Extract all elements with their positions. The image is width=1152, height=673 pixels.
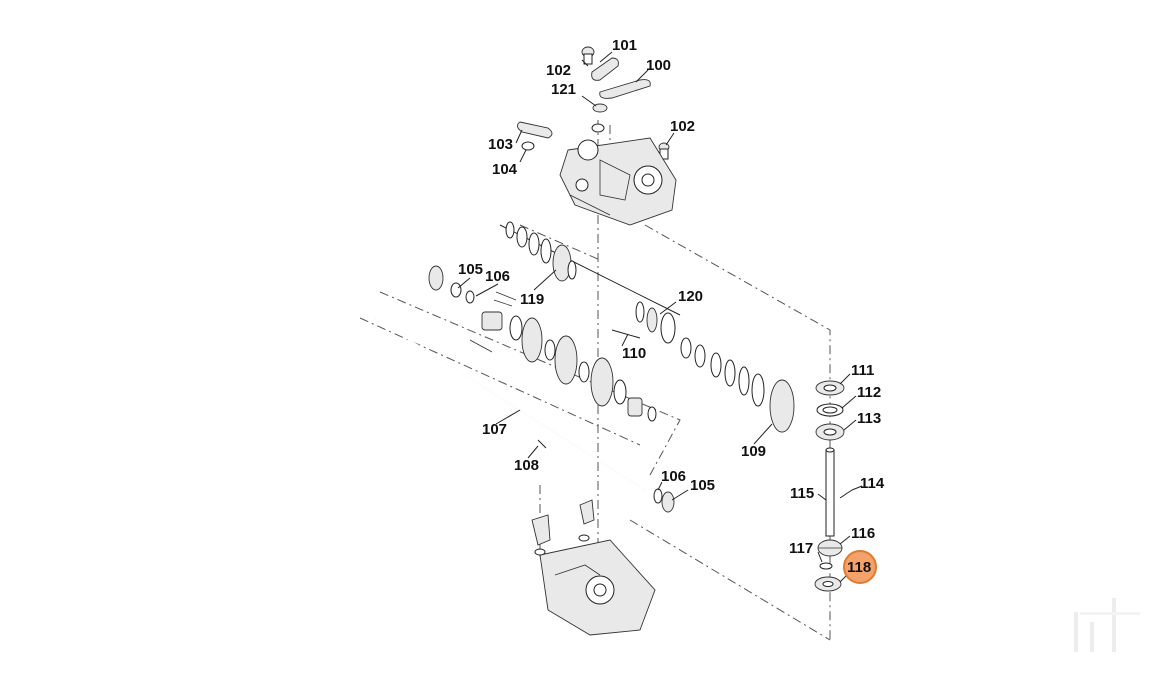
callout-labels: 101 102 100 121 102 103 104 105 106 119 … bbox=[458, 37, 885, 576]
callout-117[interactable]: 117 bbox=[789, 540, 813, 557]
callout-104[interactable]: 104 bbox=[492, 161, 518, 178]
countershaft-gear-stack bbox=[428, 265, 657, 422]
lower-transaxle-housing bbox=[531, 499, 656, 636]
callout-107[interactable]: 107 bbox=[482, 421, 507, 438]
callout-105-left[interactable]: 105 bbox=[458, 261, 483, 278]
leader-lines bbox=[457, 51, 863, 583]
callout-115[interactable]: 115 bbox=[790, 485, 814, 502]
callout-101[interactable]: 101 bbox=[612, 37, 637, 54]
callout-108[interactable]: 108 bbox=[514, 457, 539, 474]
corner-watermark bbox=[1074, 598, 1140, 652]
callout-106-right[interactable]: 106 bbox=[661, 468, 686, 485]
callout-119[interactable]: 119 bbox=[520, 291, 544, 308]
callout-102-right[interactable]: 102 bbox=[670, 118, 695, 135]
callout-118-selected[interactable]: 118 bbox=[847, 559, 871, 576]
axle-shaft bbox=[374, 317, 675, 513]
callout-102-top[interactable]: 102 bbox=[546, 62, 571, 79]
callout-116[interactable]: 116 bbox=[851, 525, 875, 542]
callout-110[interactable]: 110 bbox=[622, 345, 646, 362]
callout-100[interactable]: 100 bbox=[646, 57, 671, 74]
callout-118-highlight bbox=[843, 550, 877, 584]
callout-109[interactable]: 109 bbox=[741, 443, 766, 460]
callout-112[interactable]: 112 bbox=[857, 384, 881, 401]
input-shaft-gear-stack bbox=[499, 221, 681, 344]
brake-shaft-stack bbox=[814, 380, 853, 592]
callout-113[interactable]: 113 bbox=[857, 410, 881, 427]
callout-120[interactable]: 120 bbox=[678, 288, 703, 305]
output-gear-stack bbox=[680, 337, 795, 433]
callout-103[interactable]: 103 bbox=[488, 136, 513, 153]
callout-105-right[interactable]: 105 bbox=[690, 477, 715, 494]
callout-106-left[interactable]: 106 bbox=[485, 268, 510, 285]
callout-114[interactable]: 114 bbox=[860, 475, 885, 492]
shift-lever-assembly bbox=[517, 46, 670, 160]
upper-transaxle-housing bbox=[559, 137, 677, 226]
callout-121[interactable]: 121 bbox=[551, 81, 576, 98]
callout-111[interactable]: 111 bbox=[851, 362, 874, 379]
